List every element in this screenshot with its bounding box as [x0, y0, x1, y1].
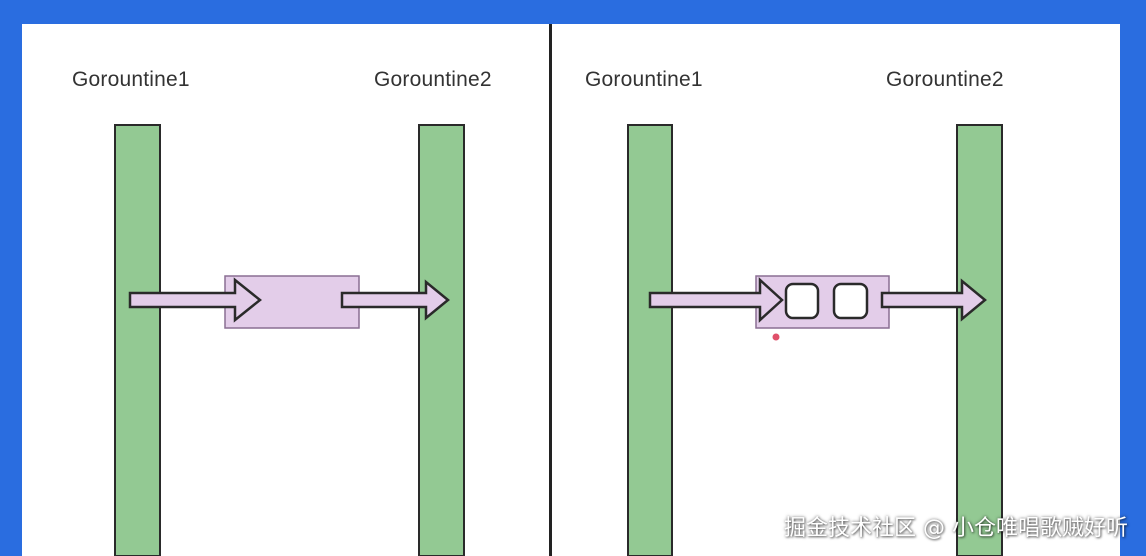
- goroutine-channel-diagram: [114, 124, 1003, 556]
- buffer-slot-1: [784, 282, 820, 320]
- right-goroutine1-label: Gorountine1: [585, 68, 703, 91]
- left-receive-arrow: [340, 279, 450, 321]
- watermark: 掘金技术社区 @ 小仓唯唱歌贼好听: [784, 516, 1128, 541]
- diagram-canvas: Gorountine1 Gorountine2 Gorountine1 Goro…: [22, 24, 1120, 556]
- right-goroutine1-bar: [627, 124, 673, 556]
- left-goroutine2-bar: [418, 124, 465, 556]
- right-goroutine2-label: Gorountine2: [886, 68, 1004, 91]
- right-receive-arrow: [880, 278, 987, 322]
- cursor-dot: [772, 333, 780, 341]
- left-send-arrow: [128, 277, 263, 323]
- left-goroutine1-bar: [114, 124, 161, 556]
- left-goroutine2-label: Gorountine2: [374, 68, 492, 91]
- right-send-arrow: [648, 277, 784, 323]
- right-goroutine2-bar: [956, 124, 1003, 556]
- left-goroutine1-label: Gorountine1: [72, 68, 190, 91]
- buffer-slot-2: [832, 282, 869, 320]
- panel-divider: [549, 24, 552, 556]
